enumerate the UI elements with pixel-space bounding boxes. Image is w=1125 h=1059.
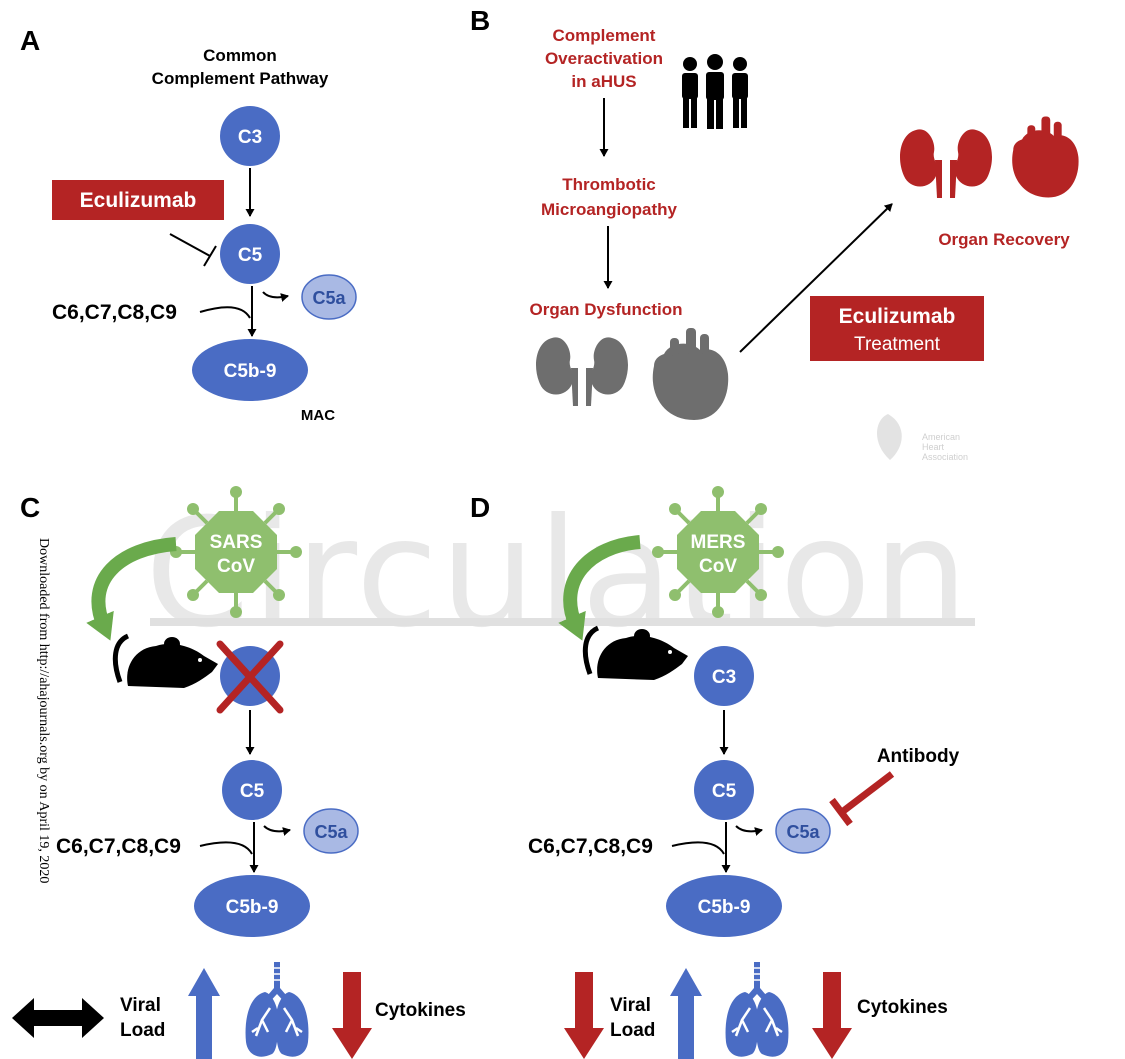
aha-logo: American Heart Association [877,414,968,462]
c3-node-d [694,646,754,706]
c5a-label-c: C5a [314,822,348,842]
organ-dysfunction-label: Organ Dysfunction [529,300,682,319]
panel-d: MERS CoV C3 C5 C5a Antibody C6,C7,C8,C9 … [528,484,960,1059]
c5b9-label-d: C5b-9 [698,897,751,918]
lungs-icon-c [244,960,310,1058]
arrow-to-c5a-c [263,825,291,836]
c5-label: C5 [238,245,263,266]
treatment-box [810,296,984,361]
antibody-block-bar [829,797,853,827]
organ-recovery-label: Organ Recovery [938,230,1070,249]
aHUS-line3: in aHUS [571,72,636,91]
c5b9-label-c: C5b-9 [226,897,279,918]
treatment-drug-label: Eculizumab [839,305,956,328]
inhibition-line [169,233,211,257]
c6-c9-label-c: C6,C7,C8,C9 [56,835,181,858]
sars-label-line1: SARS [210,532,263,553]
infection-arrow-d [558,535,641,641]
down-arrow-viral-load-d [564,972,604,1059]
panel-b: Complement Overactivation in aHUS Thromb… [529,26,1079,462]
viral-load-c-line2: Load [120,1020,165,1041]
up-arrow-c [188,968,220,1059]
c3-label: C3 [238,127,262,148]
panel-c: SARS CoV C5 C5a C6,C7,C8,C9 C5b-9 Viral … [12,484,466,1059]
double-arrow-icon [12,998,104,1038]
eculizumab-box [52,180,224,220]
arrow-to-c5a-d [735,825,763,836]
c3-label-d: C3 [712,667,736,688]
tma-line1: Thrombotic [562,175,656,194]
c6-c9-label-d: C6,C7,C8,C9 [528,835,653,858]
panel-label-b: B [470,5,490,36]
c5b9-node-c [194,875,310,937]
down-arrow-cytokines-d [812,972,852,1059]
panel-label-a: A [20,25,40,56]
antibody-line [839,771,895,815]
mers-label-line1: MERS [691,532,746,553]
download-note: Downloaded from http://ahajournals.org b… [36,538,51,883]
heart-gray-icon [652,328,729,420]
arrow-to-c5a [262,291,289,302]
sars-label-line2: CoV [217,556,255,577]
c6-c9-join-curve-d [671,841,725,855]
infection-arrow [86,537,177,641]
antibody-label: Antibody [877,746,960,767]
c5-label-c: C5 [240,781,265,802]
kidneys-red-icon [900,129,992,198]
tma-line2: Microangiopathy [541,200,678,219]
c6-c9-join-curve-c [199,841,253,855]
cytokines-label-d: Cytokines [857,997,948,1018]
down-arrow-cytokines-c [332,972,372,1059]
lungs-icon-d [724,960,790,1058]
heart-red-icon [1012,116,1079,198]
c5a-node-c [303,808,359,854]
viral-load-d-line2: Load [610,1020,655,1041]
panel-label-c: C [20,492,40,523]
up-arrow-d [670,968,702,1059]
knockout-x-icon [216,640,284,714]
pathway-title-line1: Common [203,46,277,65]
c6-c9-label: C6,C7,C8,C9 [52,301,177,324]
mers-label-line2: CoV [699,556,737,577]
panel-label-d: D [470,492,490,523]
aHUS-line2: Overactivation [545,49,663,68]
c5a-label-d: C5a [786,822,820,842]
c3-node [220,106,280,166]
viral-load-c-line1: Viral [120,995,161,1016]
c5a-node-d [775,808,831,854]
c5-node-d [694,760,754,820]
c5a-node [301,274,357,320]
aha-line2: Heart [922,442,945,452]
mac-label: MAC [301,407,335,424]
aha-line1: American [922,432,960,442]
c5-node [220,224,280,284]
watermark-text: Circulation [145,487,970,661]
cytokines-label-c: Cytokines [375,1000,466,1021]
c5b9-node [192,339,308,401]
eculizumab-label: Eculizumab [80,189,197,212]
c5a-label: C5a [312,288,346,308]
pathway-title-line2: Complement Pathway [152,69,329,88]
kidneys-gray-icon [536,337,628,406]
people-icon [682,54,748,129]
c5b9-label: C5b-9 [224,361,277,382]
c5-label-d: C5 [712,781,737,802]
arrow-to-recovery [739,203,893,353]
treatment-label: Treatment [854,334,941,355]
c6-c9-join-curve [199,306,251,319]
inhibition-bar [203,245,217,267]
c5-node-c [222,760,282,820]
c5b9-node-d [666,875,782,937]
aha-line3: Association [922,452,968,462]
viral-load-d-line1: Viral [610,995,651,1016]
aHUS-line1: Complement [553,26,656,45]
panel-a: Common Complement Pathway C3 Eculizumab … [52,46,357,424]
